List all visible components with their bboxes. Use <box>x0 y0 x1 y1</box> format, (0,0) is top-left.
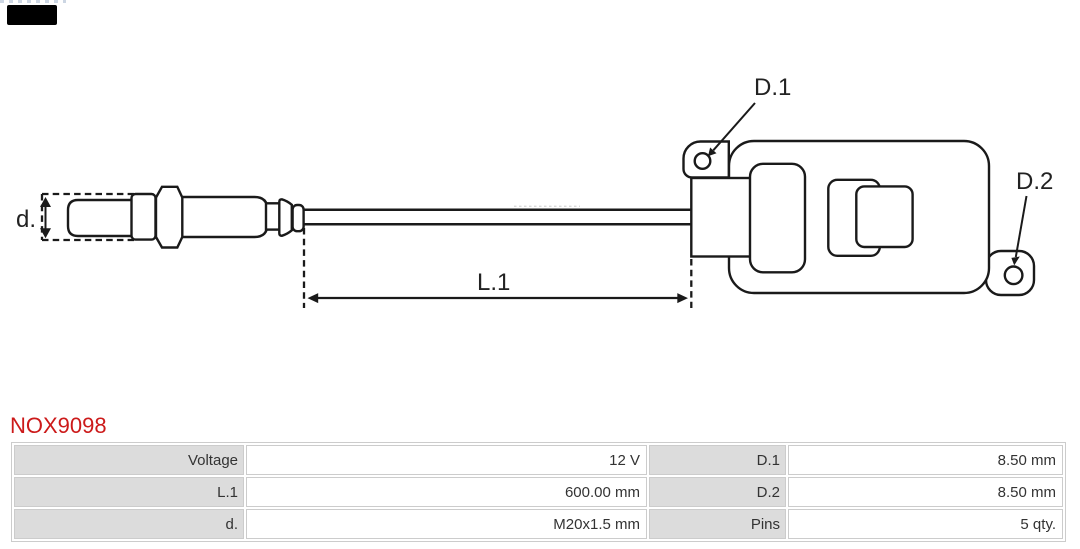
svg-text:D.2: D.2 <box>1016 168 1053 195</box>
svg-text:d.: d. <box>16 206 36 233</box>
svg-text:L.1: L.1 <box>477 269 510 296</box>
svg-text:D.1: D.1 <box>754 74 791 101</box>
